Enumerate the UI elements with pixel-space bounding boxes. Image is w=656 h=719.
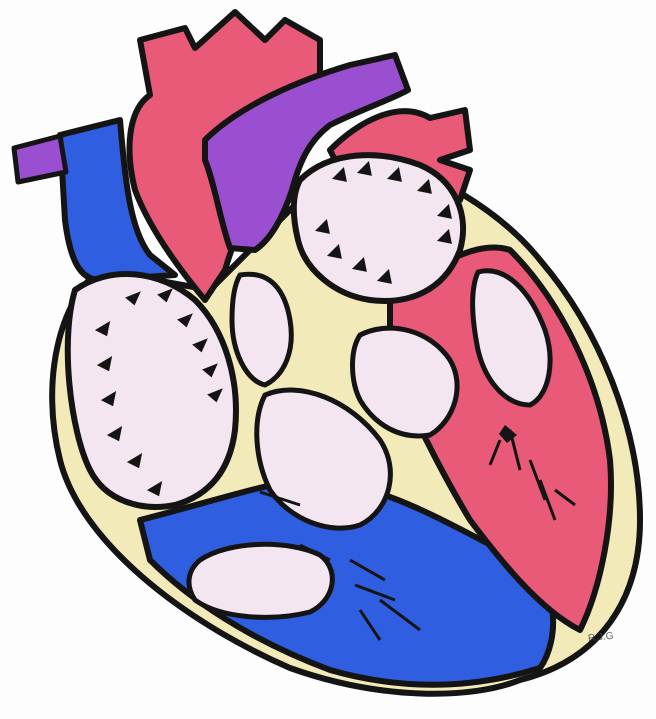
brachiocephalic-vein <box>14 136 66 182</box>
lower-chamber <box>189 544 332 617</box>
